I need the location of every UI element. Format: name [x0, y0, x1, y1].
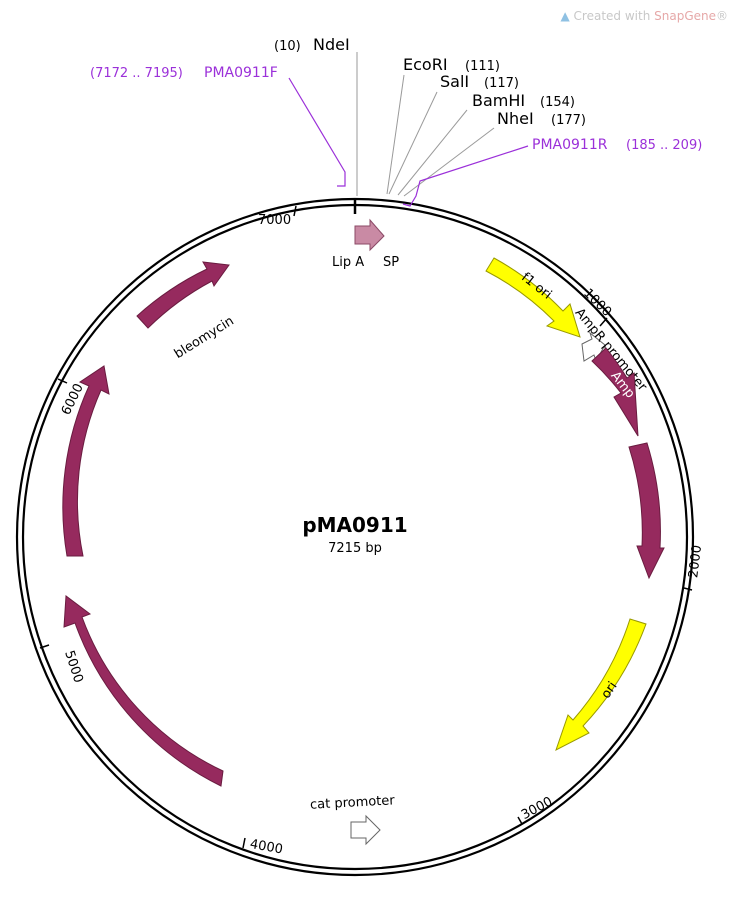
leader-sali [388, 91, 438, 195]
watermark-prefix: Created with [573, 9, 655, 23]
watermark: ▲ Created with SnapGene® [560, 9, 728, 23]
primer-f-range: (7172 .. 7195) [90, 66, 183, 81]
plasmid-name: pMA0911 [302, 513, 407, 537]
backbone-inner-ring [21, 203, 689, 871]
feature-f1ori-arrow [485, 257, 581, 338]
site-pos-bamhi: (154) [540, 95, 575, 110]
site-name-ecori: EcoRI [403, 55, 448, 74]
feature-label-bleomycin: bleomycin [172, 314, 237, 362]
tick-label-2000: 2000 [686, 544, 705, 579]
feature-rep-arrow [63, 595, 224, 787]
primers: (7172 .. 7195) PMA0911F PMA0911R (185 ..… [90, 65, 702, 207]
watermark-suffix: ® [716, 9, 728, 23]
plasmid-length: 7215 bp [328, 541, 382, 556]
feature-kananeo-arrow [62, 365, 110, 557]
feature-ori-arrow [555, 618, 647, 752]
primer-f-name: PMA0911F [204, 65, 278, 81]
watermark-brand: SnapGene [654, 9, 716, 23]
tick-label-7000: 7000 [258, 213, 291, 228]
feature-label-amp2: Amp [655, 490, 676, 522]
tick-2000 [683, 587, 693, 591]
tick-3000 [517, 816, 523, 825]
primer-r-name: PMA0911R [532, 137, 608, 153]
leader-bamhi [397, 109, 468, 196]
primer-r-leader [402, 145, 529, 207]
site-pos-nhei: (177) [551, 113, 586, 128]
watermark-icon: ▲ [560, 9, 570, 23]
tick-7000 [293, 205, 297, 217]
site-pos-ecori: (111) [465, 59, 500, 74]
feature-label-kananeo: Kana Neo [98, 420, 122, 484]
primer-r-range: (185 .. 209) [626, 138, 702, 153]
site-name-sali: SalI [440, 72, 469, 91]
tick-6000 [57, 378, 68, 384]
tick-5000 [39, 644, 50, 649]
feature-label-lipa: Lip A [332, 255, 364, 270]
site-pos-ndei: (10) [274, 39, 301, 54]
feature-catpromoter-arrow [350, 814, 381, 846]
site-name-ndei: NdeI [313, 35, 350, 54]
feature-lipa-arrow [354, 218, 385, 252]
tick-label-4000: 4000 [249, 837, 284, 858]
feature-label-sp: SP [383, 255, 399, 270]
tick-label-3000: 3000 [519, 794, 555, 823]
site-name-bamhi: BamHI [472, 91, 525, 110]
tick-label-5000: 5000 [61, 649, 85, 685]
feature-amp2-arrow [628, 442, 665, 580]
tick-1000 [599, 317, 608, 327]
primer-f-leader [288, 77, 346, 187]
site-labels: (10) NdeI EcoRI (111) SalI (117) BamHI (… [274, 35, 586, 128]
site-pos-sali: (117) [484, 76, 519, 91]
tick-4000 [242, 837, 246, 849]
feature-amp1-arrow [591, 347, 639, 437]
plasmid-center-label: pMA0911 7215 bp [302, 513, 407, 556]
leader-ecori [386, 74, 405, 195]
feature-bleomycin-arrow [136, 261, 230, 329]
site-name-nhei: NheI [497, 109, 534, 128]
feature-label-catpromoter: cat promoter [310, 793, 396, 812]
